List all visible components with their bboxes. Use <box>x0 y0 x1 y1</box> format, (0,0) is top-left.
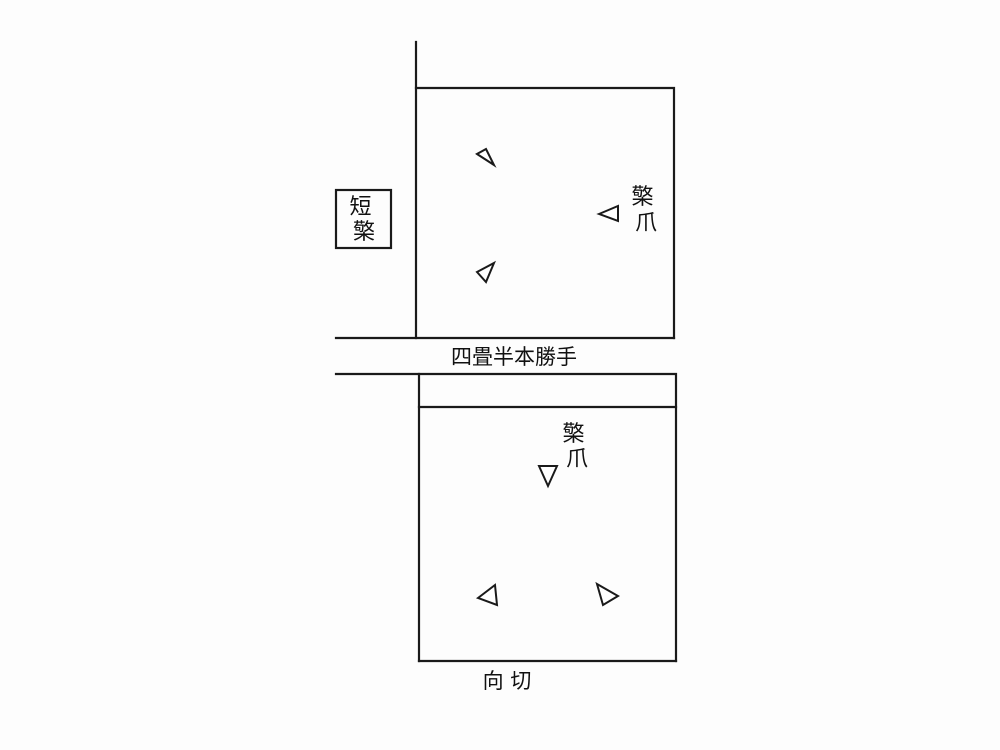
tray-claw-label: 檠 爪 <box>631 185 660 236</box>
short-tray-label: 短 檠 <box>349 195 378 245</box>
upper-claw-marker-1 <box>475 147 497 168</box>
short-tray-char-2: 檠 <box>353 220 375 245</box>
lower-claw-marker-1 <box>537 465 559 489</box>
lower-claw-marker-3 <box>595 581 620 607</box>
tray-claw-lower-label: 檠 爪 <box>562 422 591 472</box>
tray-claw-lower-char-2: 爪 <box>566 447 588 472</box>
short-tray-char-1: 短 <box>349 195 371 220</box>
tray-claw-lower-char-1: 檠 <box>562 422 584 447</box>
lower-claw-marker-2 <box>475 583 499 607</box>
short-tray-box <box>334 188 393 250</box>
bottom-caption: 向 切 <box>483 669 532 693</box>
middle-caption: 四畳半本勝手 <box>451 345 577 369</box>
upper-claw-marker-3 <box>596 204 619 223</box>
upper-hearth-frame <box>414 86 676 340</box>
upper-claw-marker-2 <box>475 260 497 284</box>
tray-claw-char-2: 爪 <box>635 211 657 236</box>
tray-claw-char-1: 檠 <box>631 185 653 210</box>
